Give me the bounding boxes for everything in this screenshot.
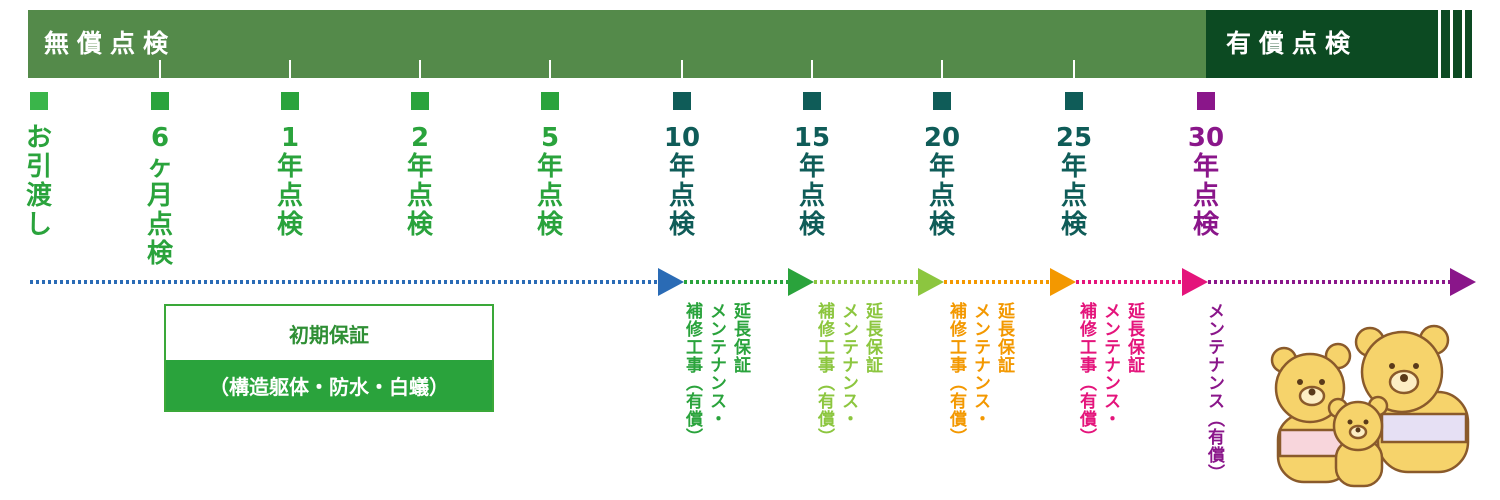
period-15-20-warranty: 延長保証 <box>862 302 882 374</box>
bar-stripe <box>1462 10 1465 78</box>
bear-eye <box>1347 419 1353 425</box>
milestone-marker <box>411 92 429 110</box>
milestone-label-15-years: 15年点検 <box>793 123 831 240</box>
milestone-label-30-years: 30年点検 <box>1187 123 1225 240</box>
paid-inspection-label: 有償点検 <box>1226 29 1359 58</box>
period-10-15-maintenance: メンテナンス・ <box>706 302 726 428</box>
bar-stripe <box>1450 10 1453 78</box>
bear-muzzle <box>1298 385 1326 407</box>
period-15-20-repair: 補修工事（有償） <box>814 302 834 446</box>
bar-tick <box>549 60 551 78</box>
period-25-30-warranty: 延長保証 <box>1124 302 1144 374</box>
arrow-head <box>1450 268 1476 296</box>
arrow-head <box>918 268 944 296</box>
bear-eye <box>1319 379 1325 385</box>
milestone-label-5-years: 5年点検 <box>536 123 563 240</box>
bear-eye <box>1389 363 1395 369</box>
bar-tick <box>941 60 943 78</box>
milestone-marker <box>151 92 169 110</box>
milestone-label-handover: お引渡し <box>25 123 52 240</box>
free-inspection-label: 無償点検 <box>44 29 177 58</box>
arrow-head <box>658 268 684 296</box>
bear-eye <box>1413 363 1419 369</box>
bear-nose <box>1355 427 1361 433</box>
milestone-label-25-years: 25年点検 <box>1055 123 1093 240</box>
bear-eye <box>1297 379 1303 385</box>
arrow-head <box>1182 268 1208 296</box>
milestone-marker <box>1197 92 1215 110</box>
period-20-25-maintenance: メンテナンス・ <box>970 302 990 428</box>
milestone-label-20-years: 20年点検 <box>923 123 961 240</box>
milestone-label-1-year: 1年点検 <box>276 123 303 240</box>
milestone-marker <box>541 92 559 110</box>
initial-warranty-box <box>164 304 494 412</box>
period-20-25-repair: 補修工事（有償） <box>946 302 966 446</box>
period-15-20-maintenance: メンテナンス・ <box>838 302 858 428</box>
bar-tick <box>289 60 291 78</box>
bar-tick <box>419 60 421 78</box>
milestone-marker <box>933 92 951 110</box>
period-10-15-warranty: 延長保証 <box>730 302 750 374</box>
bear-family-illustration <box>1270 324 1470 488</box>
bear-shirt <box>1380 412 1468 444</box>
milestone-marker <box>673 92 691 110</box>
milestone-marker <box>1065 92 1083 110</box>
period-25-30-maintenance: メンテナンス・ <box>1100 302 1120 428</box>
milestone-marker <box>803 92 821 110</box>
bear-eye <box>1363 419 1369 425</box>
initial-warranty-title: 初期保証 <box>289 322 369 347</box>
initial-warranty-scope: （構造躯体・防水・白蟻） <box>166 360 492 410</box>
period-20-25-warranty: 延長保証 <box>994 302 1014 374</box>
milestone-marker <box>281 92 299 110</box>
period-30-maintenance: メンテナンス（有償） <box>1204 302 1224 482</box>
bar-tick <box>1073 60 1075 78</box>
bar-tick <box>159 60 161 78</box>
milestone-label-6-months: 6ヶ月点検 <box>146 123 173 269</box>
bar-tick <box>811 60 813 78</box>
period-10-15-repair: 補修工事（有償） <box>682 302 702 446</box>
arrow-head <box>788 268 814 296</box>
bar-stripe <box>1438 10 1441 78</box>
arrow-head <box>1050 268 1076 296</box>
milestone-marker <box>30 92 48 110</box>
free-inspection-bar <box>28 10 1206 78</box>
bear-nose <box>1400 374 1408 382</box>
paid-inspection-bar <box>1206 10 1472 78</box>
milestone-label-10-years: 10年点検 <box>663 123 701 240</box>
period-25-30-repair: 補修工事（有償） <box>1076 302 1096 446</box>
bar-tick <box>681 60 683 78</box>
milestone-label-2-years: 2年点検 <box>406 123 433 240</box>
bear-nose <box>1308 388 1316 396</box>
